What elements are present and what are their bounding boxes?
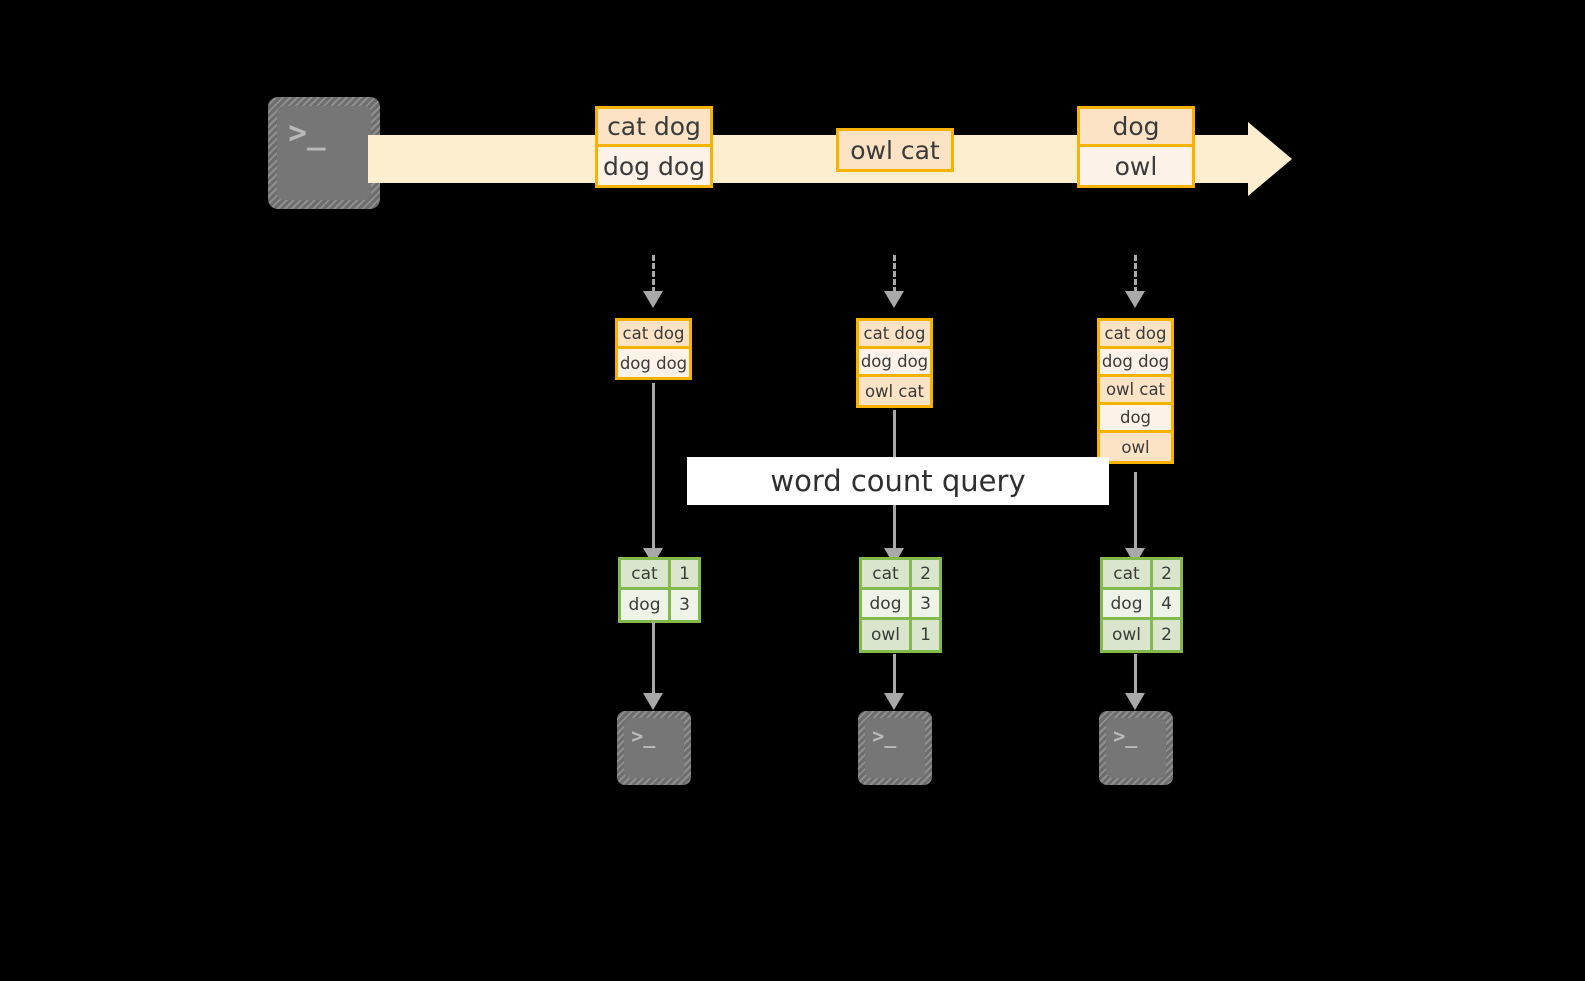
snapshot-table-3: cat dog dog dog owl cat dog owl <box>1097 318 1174 464</box>
stream-to-snapshot-connector-2 <box>893 255 896 293</box>
snapshot-line: owl <box>1100 433 1171 461</box>
query-banner: word count query <box>687 457 1109 505</box>
snapshot-line: cat dog <box>1100 321 1171 349</box>
table-row: owl 2 <box>1103 620 1180 650</box>
stream-event-group-1: cat dog dog dog <box>595 106 713 188</box>
prompt-glyph: >_ <box>872 723 897 748</box>
snapshot-to-result-connector-3 <box>1134 472 1137 563</box>
table-row: cat 2 <box>1103 560 1180 590</box>
result-word: owl <box>862 620 912 650</box>
terminal-screen: >_ <box>865 718 925 778</box>
source-terminal-icon: >_ <box>268 97 380 209</box>
result-word: cat <box>621 560 671 587</box>
terminal-screen: >_ <box>1106 718 1166 778</box>
arrow-head-icon <box>643 693 663 710</box>
snapshot-to-result-connector-1 <box>652 383 655 563</box>
stream-event-group-2: owl cat <box>836 128 954 172</box>
snapshot-line: cat dog <box>618 321 689 349</box>
result-count: 1 <box>912 620 939 650</box>
table-row: cat 1 <box>621 560 698 590</box>
snapshot-table-2: cat dog dog dog owl cat <box>856 318 933 408</box>
result-word: cat <box>1103 560 1153 587</box>
table-row: dog 3 <box>621 590 698 620</box>
result-word: dog <box>1103 590 1153 617</box>
arrow-head-icon <box>884 291 904 308</box>
sink-terminal-icon-1: >_ <box>617 711 691 785</box>
result-to-sink-connector-1 <box>652 622 655 697</box>
arrow-head-icon <box>884 693 904 710</box>
arrow-head-icon <box>1125 291 1145 308</box>
result-to-sink-connector-2 <box>893 654 896 697</box>
sink-terminal-icon-2: >_ <box>858 711 932 785</box>
result-count: 4 <box>1153 590 1180 617</box>
snapshot-line: owl cat <box>859 377 930 405</box>
result-word: dog <box>862 590 912 617</box>
prompt-glyph: >_ <box>288 115 326 152</box>
table-row: dog 3 <box>862 590 939 620</box>
snapshot-line: dog dog <box>859 349 930 377</box>
result-table-3: cat 2 dog 4 owl 2 <box>1100 557 1183 653</box>
sink-terminal-icon-3: >_ <box>1099 711 1173 785</box>
table-row: dog 4 <box>1103 590 1180 620</box>
terminal-screen: >_ <box>624 718 684 778</box>
event-line: owl cat <box>839 131 951 169</box>
stream-event-group-3: dog owl <box>1077 106 1195 188</box>
arrow-head-icon <box>643 291 663 308</box>
result-count: 3 <box>671 590 698 620</box>
snapshot-line: cat dog <box>859 321 930 349</box>
prompt-glyph: >_ <box>631 723 656 748</box>
query-label: word count query <box>770 464 1026 498</box>
table-row: cat 2 <box>862 560 939 590</box>
snapshot-line: owl cat <box>1100 377 1171 405</box>
snapshot-line: dog <box>1100 405 1171 433</box>
result-count: 2 <box>1153 560 1180 587</box>
table-row: owl 1 <box>862 620 939 650</box>
result-count: 2 <box>1153 620 1180 650</box>
event-line: dog <box>1080 109 1192 147</box>
event-line: owl <box>1080 147 1192 185</box>
result-table-2: cat 2 dog 3 owl 1 <box>859 557 942 653</box>
result-count: 2 <box>912 560 939 587</box>
terminal-screen: >_ <box>277 106 371 200</box>
event-line: dog dog <box>598 147 710 185</box>
event-stream-arrow-icon <box>1248 122 1292 196</box>
result-count: 1 <box>671 560 698 587</box>
result-word: dog <box>621 590 671 620</box>
prompt-glyph: >_ <box>1113 723 1138 748</box>
snapshot-table-1: cat dog dog dog <box>615 318 692 380</box>
result-table-1: cat 1 dog 3 <box>618 557 701 623</box>
arrow-head-icon <box>1125 693 1145 710</box>
result-count: 3 <box>912 590 939 617</box>
stream-to-snapshot-connector-1 <box>652 255 655 293</box>
event-line: cat dog <box>598 109 710 147</box>
result-word: owl <box>1103 620 1153 650</box>
result-word: cat <box>862 560 912 587</box>
snapshot-line: dog dog <box>1100 349 1171 377</box>
snapshot-line: dog dog <box>618 349 689 377</box>
stream-to-snapshot-connector-3 <box>1134 255 1137 293</box>
result-to-sink-connector-3 <box>1134 654 1137 697</box>
